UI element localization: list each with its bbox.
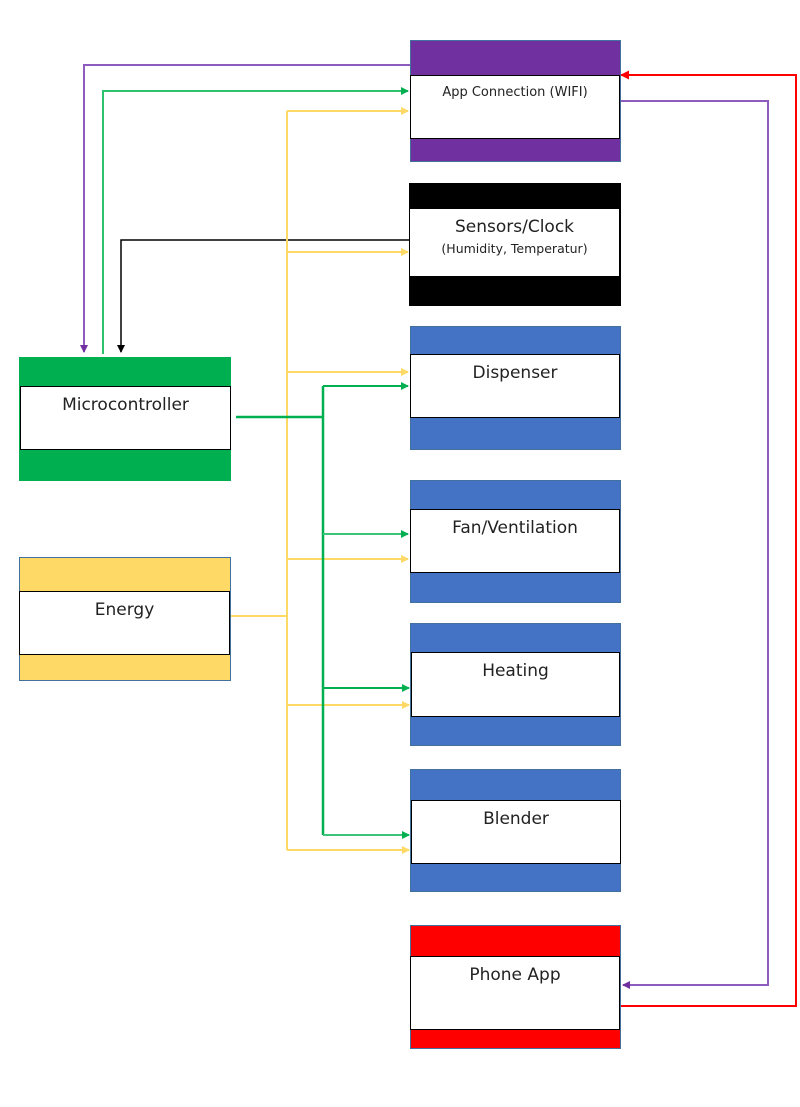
fan-ventilation-label: Fan/Ventilation [452, 518, 578, 538]
wire-mcu-to-app [102, 87, 409, 354]
phone-app-block[interactable]: Phone App [410, 925, 621, 1049]
sensors-clock-label: Sensors/Clock [454, 217, 575, 237]
heating-block[interactable]: Heating [410, 623, 621, 746]
wire-app-to-mcu [80, 64, 410, 353]
microcontroller-label: Microcontroller [62, 395, 189, 415]
wire-mcu-bus [236, 386, 325, 835]
dispenser-label: Dispenser [472, 363, 558, 383]
app-connection-label: App Connection (WIFI) [442, 85, 588, 100]
sensors-clock-block[interactable]: Sensors/Clock (Humidity, Temperatur) [409, 183, 621, 306]
wire-app-to-phone [621, 100, 769, 989]
phone-app-label: Phone App [469, 965, 561, 985]
blender-block[interactable]: Blender [410, 769, 621, 892]
energy-block[interactable]: Energy [19, 557, 231, 681]
fan-ventilation-block[interactable]: Fan/Ventilation [410, 480, 621, 603]
microcontroller-block[interactable]: Microcontroller [19, 357, 231, 481]
wire-sensors-to-mcu [117, 239, 411, 353]
dispenser-block[interactable]: Dispenser [410, 326, 621, 450]
sensors-clock-sublabel: (Humidity, Temperatur) [441, 241, 588, 256]
wire-phone-to-app [620, 70, 797, 1007]
energy-label: Energy [94, 600, 155, 620]
heating-label: Heating [482, 661, 549, 681]
blender-label: Blender [483, 809, 549, 829]
app-connection-block[interactable]: App Connection (WIFI) [410, 40, 621, 162]
wire-energy-bus [231, 111, 288, 850]
